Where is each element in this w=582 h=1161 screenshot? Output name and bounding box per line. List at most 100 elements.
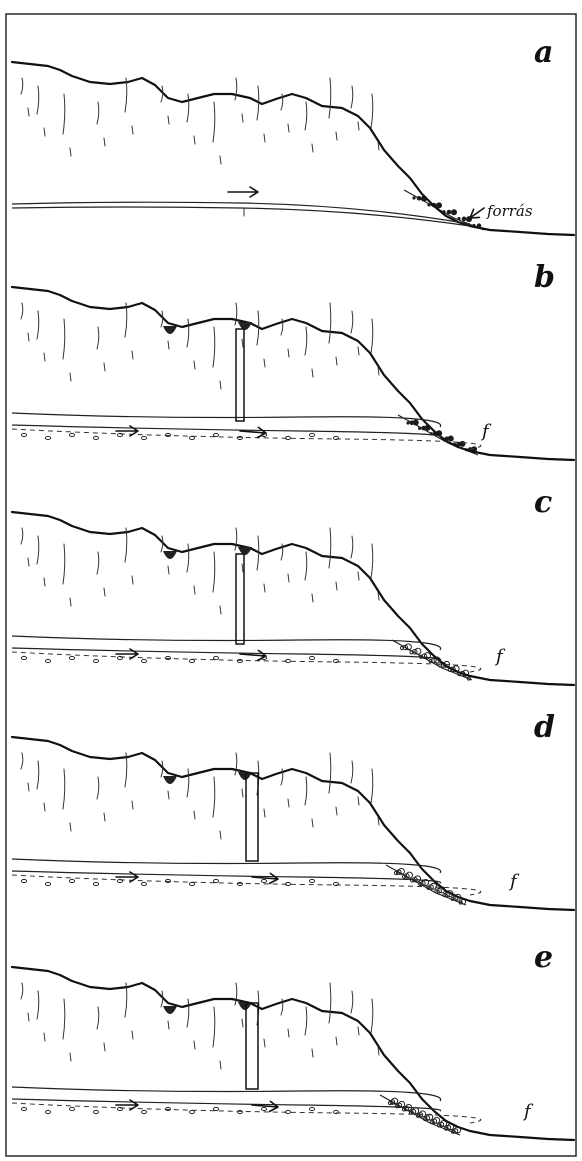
upper-passage-floor — [12, 1099, 441, 1111]
passage-pebble — [214, 656, 219, 659]
passage-pebble — [190, 436, 195, 439]
joint-crack — [28, 333, 29, 341]
joint-crack — [44, 1033, 45, 1041]
rock-joints — [21, 78, 379, 164]
water-flow-arrow — [252, 1101, 278, 1111]
joint-crack — [161, 311, 163, 327]
joint-crack — [288, 124, 289, 132]
joint-crack — [97, 1007, 99, 1029]
passage-pebble — [334, 659, 339, 662]
passage-pebble — [310, 656, 315, 659]
joint-crack — [220, 1061, 221, 1069]
joint-crack — [132, 801, 133, 809]
joint-crack — [132, 1031, 133, 1039]
joint-crack — [37, 86, 39, 114]
panel-d: df — [12, 710, 574, 910]
joint-crack — [37, 761, 39, 789]
joint-crack — [194, 1041, 195, 1049]
joint-crack — [132, 126, 133, 134]
passage-pebble — [190, 882, 195, 885]
joint-crack — [242, 564, 243, 572]
upper-passage-roof — [12, 413, 441, 427]
joint-crack — [336, 357, 337, 365]
joint-crack — [336, 1037, 337, 1045]
passage-pebble — [22, 433, 27, 436]
joint-crack — [44, 803, 45, 811]
joint-crack — [161, 991, 163, 1007]
panel-letter: c — [534, 485, 552, 520]
joint-crack — [305, 102, 307, 130]
scree-edge — [404, 190, 484, 230]
passage-pebble — [238, 882, 243, 885]
joint-crack — [161, 86, 163, 102]
scree-stone — [448, 436, 454, 442]
joint-crack — [104, 588, 105, 596]
passage-pebble — [214, 879, 219, 882]
upper-passage-floor — [12, 871, 441, 883]
water-flow-arrow — [228, 187, 258, 197]
passage-pebble — [262, 1107, 267, 1110]
joint-crack — [187, 769, 189, 797]
passage-pebble — [142, 882, 147, 885]
joint-crack — [104, 1043, 105, 1051]
joint-crack — [213, 327, 215, 367]
passage-pebble — [46, 436, 51, 439]
joint-crack — [305, 1007, 307, 1035]
joint-crack — [235, 303, 237, 325]
joint-crack — [161, 536, 163, 552]
passage-pebble — [238, 1110, 243, 1113]
joint-crack — [371, 94, 373, 128]
scree-rubble — [406, 420, 477, 453]
joint-crack — [305, 327, 307, 355]
cave-passage-roof — [12, 202, 470, 224]
scree-rubble — [388, 1098, 460, 1133]
joint-crack — [351, 86, 353, 108]
cave-passage-floor — [12, 207, 470, 226]
joint-crack — [312, 819, 313, 827]
panel-a: aforrás — [12, 35, 574, 235]
joint-crack — [44, 353, 45, 361]
joint-crack — [371, 999, 373, 1033]
rock-joints — [21, 303, 379, 389]
panel-letter: b — [534, 260, 555, 295]
joint-crack — [37, 311, 39, 339]
joint-crack — [288, 349, 289, 357]
joint-crack — [168, 341, 169, 349]
scree-stone — [462, 217, 467, 222]
panel-letter: a — [534, 35, 553, 70]
joint-crack — [168, 116, 169, 124]
passage-pebble — [262, 879, 267, 882]
passage-pebble — [142, 659, 147, 662]
joint-crack — [220, 831, 221, 839]
passage-pebble — [118, 879, 123, 882]
joint-crack — [21, 78, 23, 94]
joint-crack — [194, 811, 195, 819]
joint-crack — [168, 1021, 169, 1029]
joint-crack — [37, 991, 39, 1019]
spring-label: f — [494, 646, 506, 667]
spring-label: f — [480, 421, 492, 442]
panel-c: cf — [12, 485, 574, 685]
joint-crack — [104, 813, 105, 821]
joint-crack — [194, 586, 195, 594]
upper-passage-roof — [12, 1087, 441, 1101]
joint-crack — [235, 528, 237, 550]
joint-crack — [70, 1053, 71, 1061]
joint-crack — [132, 351, 133, 359]
rock-joints — [21, 983, 379, 1069]
joint-crack — [264, 134, 265, 142]
joint-crack — [351, 991, 353, 1013]
joint-crack — [351, 761, 353, 783]
joint-crack — [358, 797, 359, 805]
passage-pebble — [334, 436, 339, 439]
spring-pointer-arrow — [470, 208, 484, 218]
doline-sinkhole — [163, 776, 177, 784]
joint-crack — [28, 108, 29, 116]
joint-crack — [312, 594, 313, 602]
passage-pebble — [118, 433, 123, 436]
vertical-shaft — [246, 773, 258, 861]
joint-crack — [235, 753, 237, 775]
passage-pebble — [118, 656, 123, 659]
joint-crack — [21, 528, 23, 544]
joint-crack — [305, 777, 307, 805]
